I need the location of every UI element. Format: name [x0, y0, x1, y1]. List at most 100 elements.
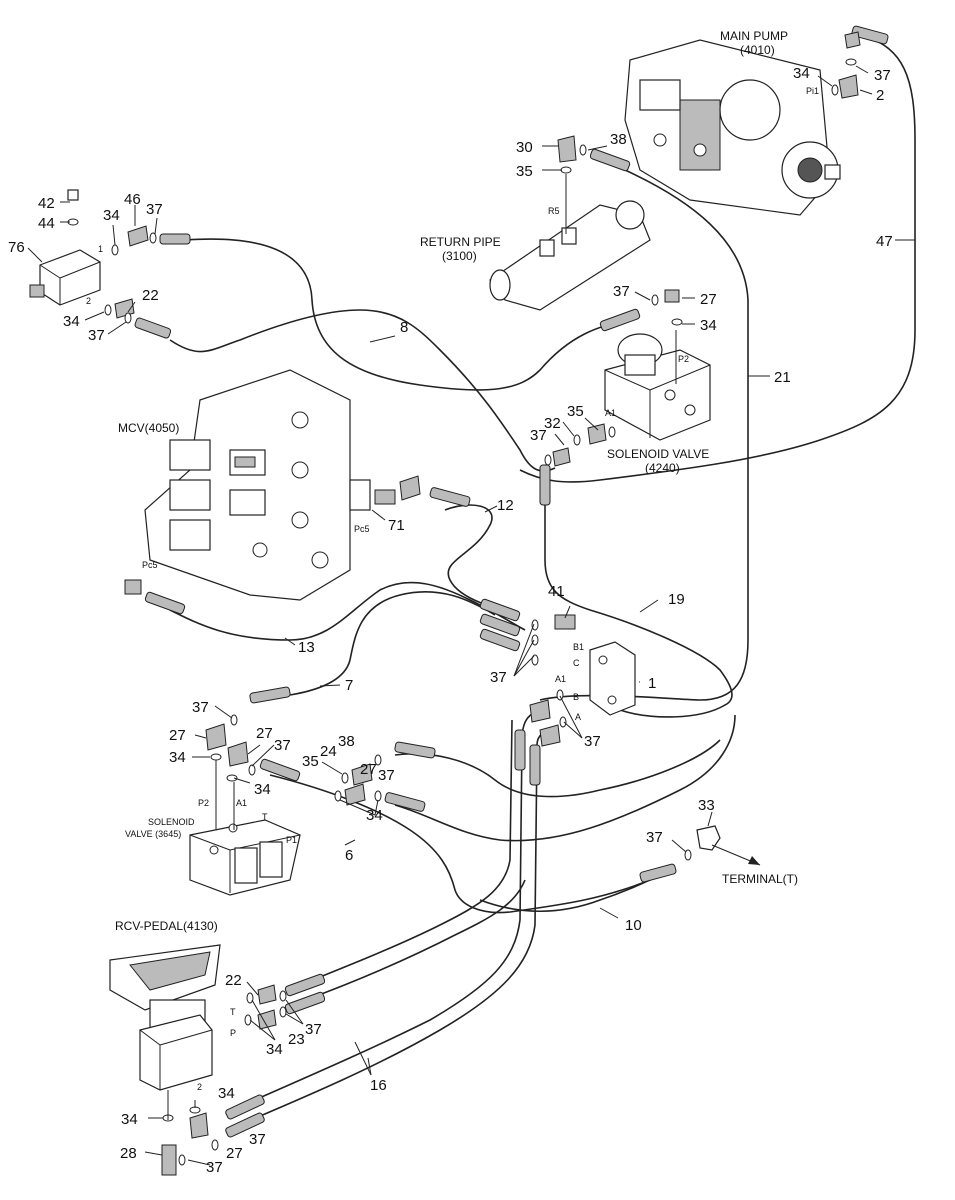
port-p2-4240: P2 [678, 354, 689, 364]
rcv-pedal-name: RCV-PEDAL(4130) [115, 919, 218, 933]
callout: 34 [218, 1085, 235, 1102]
block-76 [29, 189, 101, 306]
hose-47 [519, 34, 916, 483]
callout: 37 [646, 829, 663, 846]
solenoid-3645-code: VALVE (3645) [125, 829, 181, 839]
callout: 34 [366, 807, 383, 824]
callout: 13 [298, 639, 315, 656]
port-c: C [573, 658, 580, 668]
callout: 27 [226, 1145, 243, 1162]
hose-13 [169, 581, 526, 641]
callout: 37 [206, 1159, 223, 1176]
port-p2-3645: P2 [198, 798, 209, 808]
port-1-block76: 1 [98, 244, 103, 254]
callout: 37 [378, 767, 395, 784]
callout: 37 [192, 699, 209, 716]
port-b: B [573, 692, 579, 702]
port-t-3645: T [262, 812, 268, 822]
port-a: A [575, 712, 581, 722]
port-b1: B1 [573, 642, 584, 652]
port-pc5-b: Pc5 [142, 560, 158, 570]
port-2-pedal: 2 [197, 1082, 202, 1092]
callout: 1 [648, 675, 656, 692]
solenoid-4240-name: SOLENOID VALVE [607, 447, 709, 461]
callout: 37 [88, 327, 105, 344]
callout: 34 [266, 1041, 283, 1058]
callout: 22 [225, 972, 242, 989]
callout: 35 [302, 753, 319, 770]
solenoid-valve-4240 [604, 289, 711, 441]
port-pi1: Pi1 [806, 86, 819, 96]
port-labels: Pi1 R5 P2 A1 Pc5 Pc5 B1 C A1 B A P2 A1 T… [86, 86, 819, 1092]
callout: 76 [8, 239, 25, 256]
callout: 22 [142, 287, 159, 304]
callout: 16 [370, 1077, 387, 1094]
callout: 46 [124, 191, 141, 208]
callout: 30 [516, 139, 533, 156]
callout: 37 [613, 283, 630, 300]
main-pump-code: (4010) [740, 43, 775, 57]
terminal-fitting-33 [696, 825, 761, 866]
callout: 34 [254, 781, 271, 798]
port-a1-4240: A1 [605, 408, 616, 418]
callout: 23 [288, 1031, 305, 1048]
callout: 34 [700, 317, 717, 334]
callout: 12 [497, 497, 514, 514]
port-a1-valve: A1 [555, 674, 566, 684]
port-p1-3645: P1 [286, 835, 297, 845]
callout: 33 [698, 797, 715, 814]
callout: 71 [388, 517, 405, 534]
callout: 7 [345, 677, 353, 694]
solenoid-valve-3645 [189, 819, 301, 896]
port-2-block76: 2 [86, 296, 91, 306]
port-pc5-a: Pc5 [354, 524, 370, 534]
hose-12 [444, 504, 516, 613]
terminal-name: TERMINAL(T) [722, 872, 798, 886]
callout: 34 [63, 313, 80, 330]
leader-lines [27, 65, 915, 1166]
callout: 8 [400, 319, 408, 336]
solenoid-3645-name: SOLENOID [148, 817, 195, 827]
callout: 42 [38, 195, 55, 212]
solenoid-4240-code: (4240) [645, 461, 680, 475]
callout: 28 [120, 1145, 137, 1162]
callout: 6 [345, 847, 353, 864]
valve-block-1 [554, 614, 636, 716]
callout: 27 [360, 761, 377, 778]
callout: 24 [320, 743, 337, 760]
callout: 47 [876, 233, 893, 250]
return-pipe-code: (3100) [442, 249, 477, 263]
main-pump [624, 39, 841, 216]
callout: 35 [567, 403, 584, 420]
mcv-block [124, 369, 396, 601]
port-t-pedal: T [230, 1007, 236, 1017]
hose-lower-b [394, 714, 736, 842]
callout: 27 [700, 291, 717, 308]
component-labels: MAIN PUMP (4010) RETURN PIPE (3100) MCV(… [115, 29, 798, 933]
callout: 27 [169, 727, 186, 744]
hoses [169, 34, 916, 1129]
callout: 37 [490, 669, 507, 686]
callout: 21 [774, 369, 791, 386]
callout: 19 [668, 591, 685, 608]
hose-19 [544, 480, 733, 718]
hose-16-d [299, 879, 526, 1003]
hose-16-c [299, 719, 513, 986]
callout: 37 [530, 427, 547, 444]
callout: 2 [876, 87, 884, 104]
callout: 37 [305, 1021, 322, 1038]
callout: 44 [38, 215, 55, 232]
callout: 37 [146, 201, 163, 218]
callout: 41 [548, 583, 565, 600]
return-pipe [489, 200, 651, 311]
port-r5: R5 [548, 206, 560, 216]
callout: 34 [169, 749, 186, 766]
main-pump-name: MAIN PUMP [720, 29, 788, 43]
hose-lower-a [394, 739, 721, 798]
return-pipe-name: RETURN PIPE [420, 235, 501, 249]
mcv-name: MCV(4050) [118, 421, 179, 435]
callout: 27 [256, 725, 273, 742]
callout: 32 [544, 415, 561, 432]
callout: 37 [584, 733, 601, 750]
o-rings [104, 58, 857, 1166]
